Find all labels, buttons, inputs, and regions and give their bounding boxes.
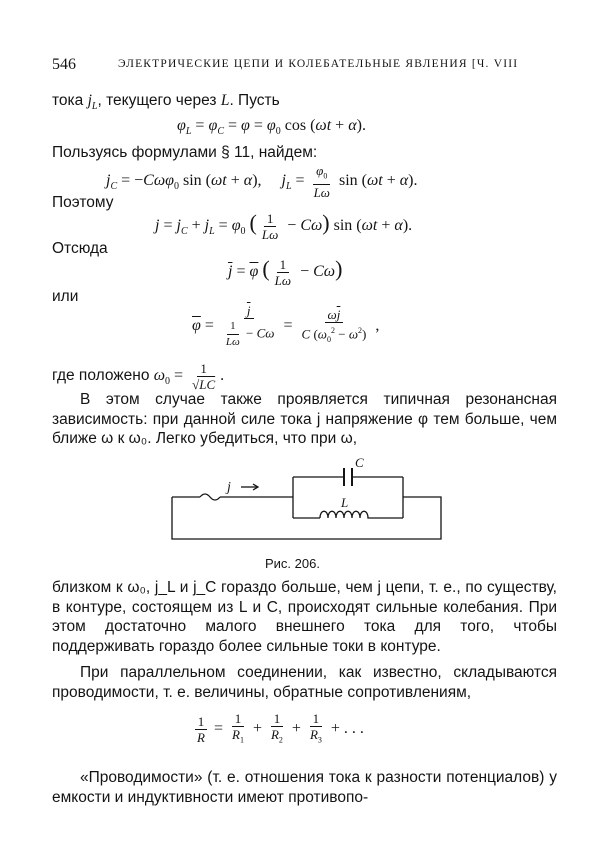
text-line-2: Пользуясь формулами § 11, найдем: bbox=[52, 144, 318, 161]
chapter-ref: [Ч. VIII bbox=[471, 58, 519, 70]
formula-omega0: ω0 = 1√LC. bbox=[153, 361, 225, 392]
circuit-diagram: j C L bbox=[171, 455, 442, 540]
label-inductor: L bbox=[340, 495, 348, 510]
label-current: j bbox=[225, 480, 231, 495]
source-tilde-icon bbox=[199, 493, 221, 501]
inductor-icon bbox=[319, 510, 372, 519]
line1-part-b: , текущего через bbox=[97, 92, 217, 109]
line1-part-c: . Пусть bbox=[229, 92, 280, 109]
current-arrowhead-icon bbox=[252, 483, 260, 491]
running-title: ЭЛЕКТРИЧЕСКИЕ ЦЕПИ И КОЛЕБАТЕЛЬНЫЕ ЯВЛЕН… bbox=[118, 58, 518, 70]
paragraph-4: «Проводимости» (т. е. отношения тока к р… bbox=[52, 769, 557, 806]
line1-part-a: тока bbox=[52, 92, 84, 109]
text-line-4: Отсюда bbox=[52, 240, 108, 257]
text-line-3: Поэтому bbox=[52, 194, 114, 211]
text-line-1: тока jL, текущего через L. Пусть bbox=[52, 92, 280, 113]
formula-phi-equal: φL = φC = φ = φ0 cos (ωt + α). bbox=[177, 117, 366, 138]
label-capacitor: C bbox=[355, 455, 364, 470]
paragraph-1: В этом случае также проявляется типичная… bbox=[52, 391, 557, 447]
paragraph-3: При параллельном соединении, как известн… bbox=[52, 664, 557, 701]
paragraph-2: близком к ω₀, j_L и j_C гораздо больше, … bbox=[52, 579, 557, 655]
text-line-5: или bbox=[52, 288, 79, 305]
outer-wire bbox=[171, 496, 442, 540]
fraction-1-sqrtLC: 1√LC bbox=[192, 361, 216, 392]
line6-text: где положено bbox=[52, 367, 150, 385]
page-number: 546 bbox=[52, 56, 76, 73]
text-line-6: где положено ω0 = 1√LC. bbox=[52, 361, 224, 392]
capacitor-icon bbox=[343, 468, 353, 486]
figure-caption: Рис. 206. bbox=[265, 556, 320, 571]
running-title-text: ЭЛЕКТРИЧЕСКИЕ ЦЕПИ И КОЛЕБАТЕЛЬНЫЕ ЯВЛЕН… bbox=[118, 58, 468, 70]
